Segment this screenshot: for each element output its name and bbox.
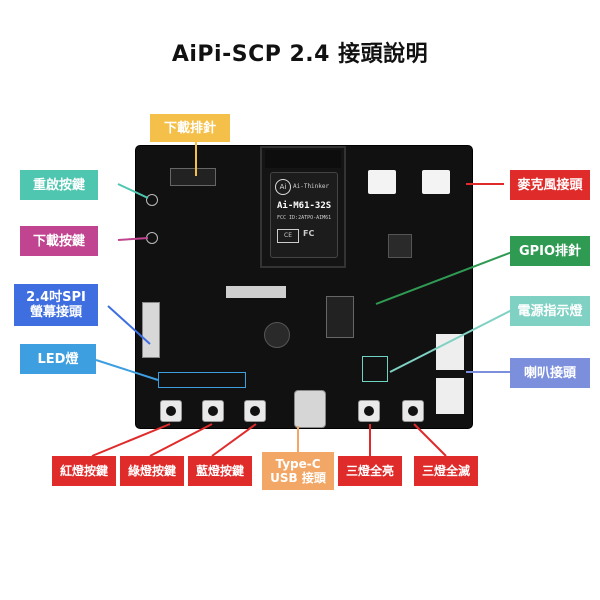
label-typec: Type-C USB 接頭 [262, 452, 334, 490]
all-off-tact-button[interactable] [402, 400, 424, 422]
module-brand: Ai-Thinker [293, 183, 330, 190]
label-all-on: 三燈全亮 [338, 456, 402, 486]
label-all-off: 三燈全滅 [414, 456, 478, 486]
all-on-tact-button[interactable] [358, 400, 380, 422]
wifi-module: Ai Ai-Thinker Ai-M61-32S FCC ID:2ATPO-AI… [260, 146, 346, 268]
reset-switch [146, 194, 158, 206]
label-blue-button: 藍燈按鍵 [188, 456, 252, 486]
speaker-connector-2 [436, 378, 464, 414]
label-mic: 麥克風接頭 [510, 170, 590, 200]
green-tact-button[interactable] [202, 400, 224, 422]
lcd-fpc-connector [142, 302, 160, 358]
label-reset-button: 重啟按鍵 [20, 170, 98, 200]
label-gpio: GPIO排針 [510, 236, 590, 266]
module-model: Ai-M61-32S [277, 201, 332, 211]
red-tact-button[interactable] [160, 400, 182, 422]
page-title: AiPi-SCP 2.4 接頭說明 [171, 42, 429, 67]
speaker-connector-1 [436, 334, 464, 370]
gpio-header [326, 296, 354, 338]
power-led [362, 356, 388, 382]
label-red-button: 紅燈按鍵 [52, 456, 116, 486]
circuit-board: Ai Ai-Thinker Ai-M61-32S FCC ID:2ATPO-AI… [136, 146, 472, 428]
mic-connector-1 [368, 170, 396, 194]
label-spi-lcd: 2.4吋SPI 螢幕接頭 [14, 284, 98, 326]
module-fcc: FCC ID:2ATPO-AIM61 [277, 215, 332, 221]
label-led: LED燈 [20, 344, 96, 374]
blue-tact-button[interactable] [244, 400, 266, 422]
download-switch [146, 232, 158, 244]
label-power-led: 電源指示燈 [510, 296, 590, 326]
led-strip [158, 372, 246, 388]
label-speaker: 喇叭接頭 [510, 358, 590, 388]
mic-connector-2 [422, 170, 450, 194]
label-download-button: 下載按鍵 [20, 226, 98, 256]
label-green-button: 綠燈按鍵 [120, 456, 184, 486]
download-pin-header [170, 168, 216, 186]
usb-typec-port [294, 390, 326, 428]
ai-logo-icon: Ai [275, 179, 291, 195]
label-download-header: 下載排針 [150, 114, 230, 142]
